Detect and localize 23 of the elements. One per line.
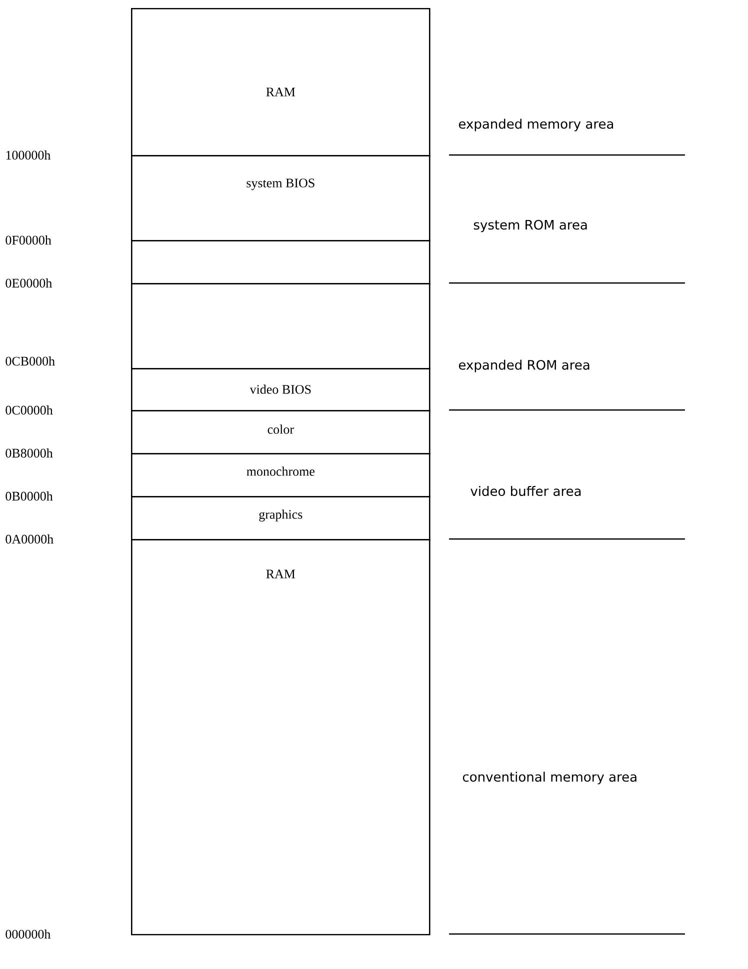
address-label: 0F0000h bbox=[6, 235, 52, 245]
area-label: expanded ROM area bbox=[458, 360, 590, 372]
memory-region-box: color bbox=[131, 410, 430, 454]
memory-region-box: graphics bbox=[131, 496, 430, 540]
address-label: 0A0000h bbox=[6, 534, 54, 544]
area-label: expanded memory area bbox=[458, 118, 614, 132]
address-label: 000000h bbox=[6, 929, 51, 939]
address-label: 0E0000h bbox=[6, 278, 52, 288]
address-label: 0CB000h bbox=[6, 356, 55, 366]
area-label: video buffer area bbox=[470, 486, 581, 496]
area-label: system ROM area bbox=[474, 220, 587, 232]
address-label: 100000h bbox=[6, 150, 51, 160]
memory-region-box: monochrome bbox=[131, 453, 430, 498]
address-label: 0B0000h bbox=[6, 491, 53, 501]
address-label: 0C0000h bbox=[6, 405, 53, 415]
memory-region-box: RAM bbox=[131, 539, 430, 936]
memory-region-box bbox=[131, 240, 430, 284]
area-label: conventional memory area bbox=[462, 772, 636, 784]
address-label: 0B8000h bbox=[6, 448, 53, 458]
memory-region-box bbox=[131, 283, 430, 370]
memory-region-box: RAM bbox=[131, 8, 430, 156]
memory-region-box: system BIOS bbox=[131, 155, 430, 242]
memory-region-box: video BIOS bbox=[131, 368, 430, 412]
